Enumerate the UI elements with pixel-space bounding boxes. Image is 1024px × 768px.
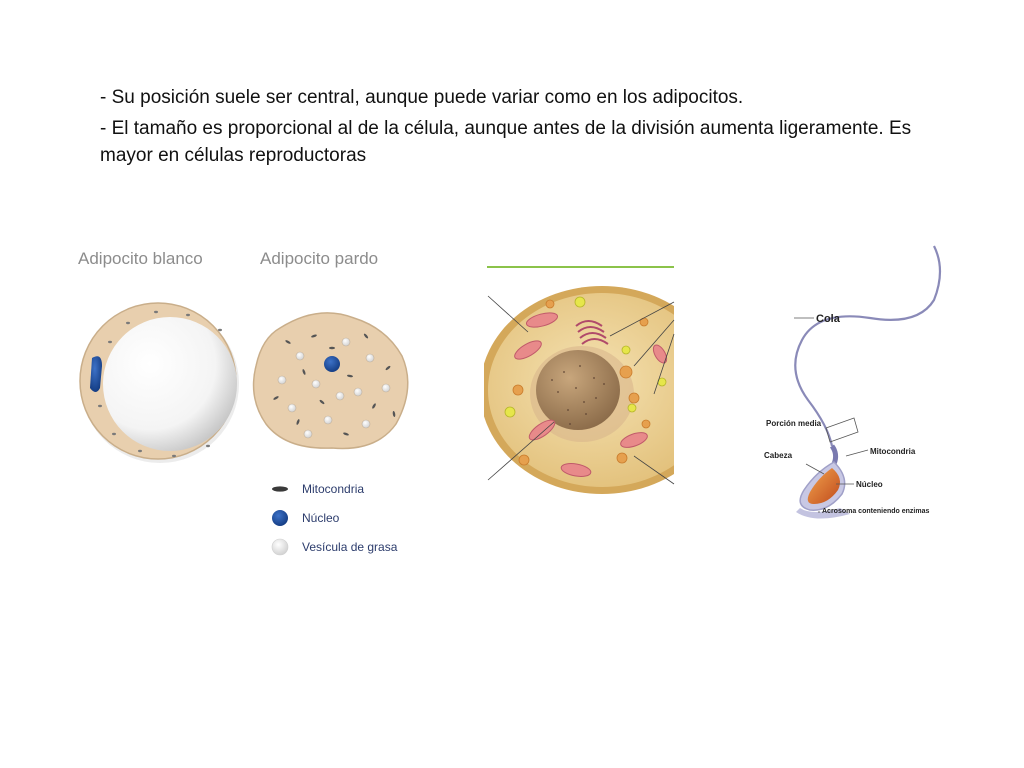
mitochondria-legend-icon bbox=[272, 486, 288, 492]
white-adipocyte-title: Adipocito blanco bbox=[78, 249, 203, 268]
sperm-diagram: Cola Porción media Cabeza Mitocondria Nú… bbox=[764, 245, 942, 519]
animal-cell-figure bbox=[484, 262, 676, 494]
sperm-midpiece-label: Porción media bbox=[766, 419, 822, 428]
legend-fat-vesicle-label: Vesícula de grasa bbox=[302, 540, 398, 554]
fat-vesicle-legend-icon bbox=[271, 538, 289, 556]
sperm-tail bbox=[794, 245, 942, 447]
adipocyte-legend: Mitocondria Núcleo Vesícula de grasa bbox=[271, 482, 398, 556]
sperm-nucleus-label: Núcleo bbox=[856, 480, 883, 489]
animal-cell-diagram bbox=[484, 266, 675, 494]
white-adipocyte bbox=[79, 302, 239, 463]
legend-nucleus-label: Núcleo bbox=[302, 511, 340, 525]
nucleus-legend-icon bbox=[272, 510, 288, 526]
cell-nucleus bbox=[536, 350, 620, 430]
cell-body bbox=[484, 286, 674, 494]
white-adipocyte-nucleus bbox=[90, 356, 102, 392]
legend-mitochondria-label: Mitocondria bbox=[302, 482, 364, 496]
sperm-head-label: Cabeza bbox=[764, 451, 793, 460]
brown-adipocyte-nucleus bbox=[324, 356, 340, 372]
brown-adipocyte bbox=[252, 312, 409, 450]
slide-text: - Su posición suele ser central, aunque … bbox=[100, 84, 930, 173]
bullet-size: - El tamaño es proporcional al de la cél… bbox=[100, 118, 912, 166]
cell-pointer-lines bbox=[487, 295, 675, 485]
sperm-acrosome bbox=[796, 508, 850, 519]
adipocyte-figure: Adipocito blanco Adipocito pardo bbox=[70, 238, 430, 568]
sperm-pointer-lines bbox=[794, 317, 869, 513]
brown-adipocyte-title: Adipocito pardo bbox=[260, 249, 378, 268]
sperm-figure: Cola Porción media Cabeza Mitocondria Nú… bbox=[750, 240, 970, 530]
bullet-position: - Su posición suele ser central, aunque … bbox=[100, 87, 744, 108]
adipocyte-diagram: Adipocito blanco Adipocito pardo bbox=[78, 249, 409, 556]
sperm-nucleus bbox=[807, 468, 840, 504]
sperm-acrosome-label: Acrosoma conteniendo enzimas bbox=[822, 508, 929, 515]
sperm-mitochondria-label: Mitocondria bbox=[870, 447, 916, 456]
sperm-tail-label: Cola bbox=[816, 313, 841, 325]
